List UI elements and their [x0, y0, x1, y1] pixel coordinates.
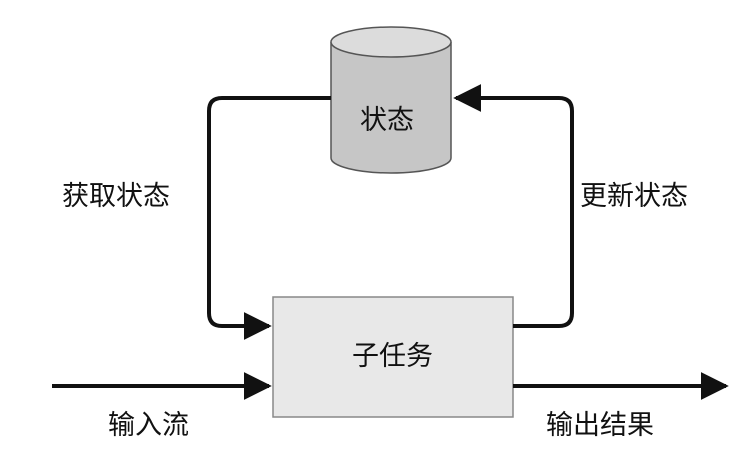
cylinder-top	[330, 26, 452, 58]
subtask-box	[272, 296, 514, 418]
state-database	[330, 26, 452, 174]
cylinder-body	[330, 42, 452, 174]
update-state-arrow	[453, 84, 574, 328]
subtask-label: 子任务	[352, 341, 433, 372]
get-state-arrow	[207, 96, 331, 340]
get-state-label: 获取状态	[62, 181, 170, 212]
input-stream-label: 输入流	[108, 410, 189, 441]
state-store-label: 状态	[360, 105, 414, 136]
update-state-label: 更新状态	[580, 181, 688, 212]
output-result-label: 输出结果	[546, 410, 654, 441]
